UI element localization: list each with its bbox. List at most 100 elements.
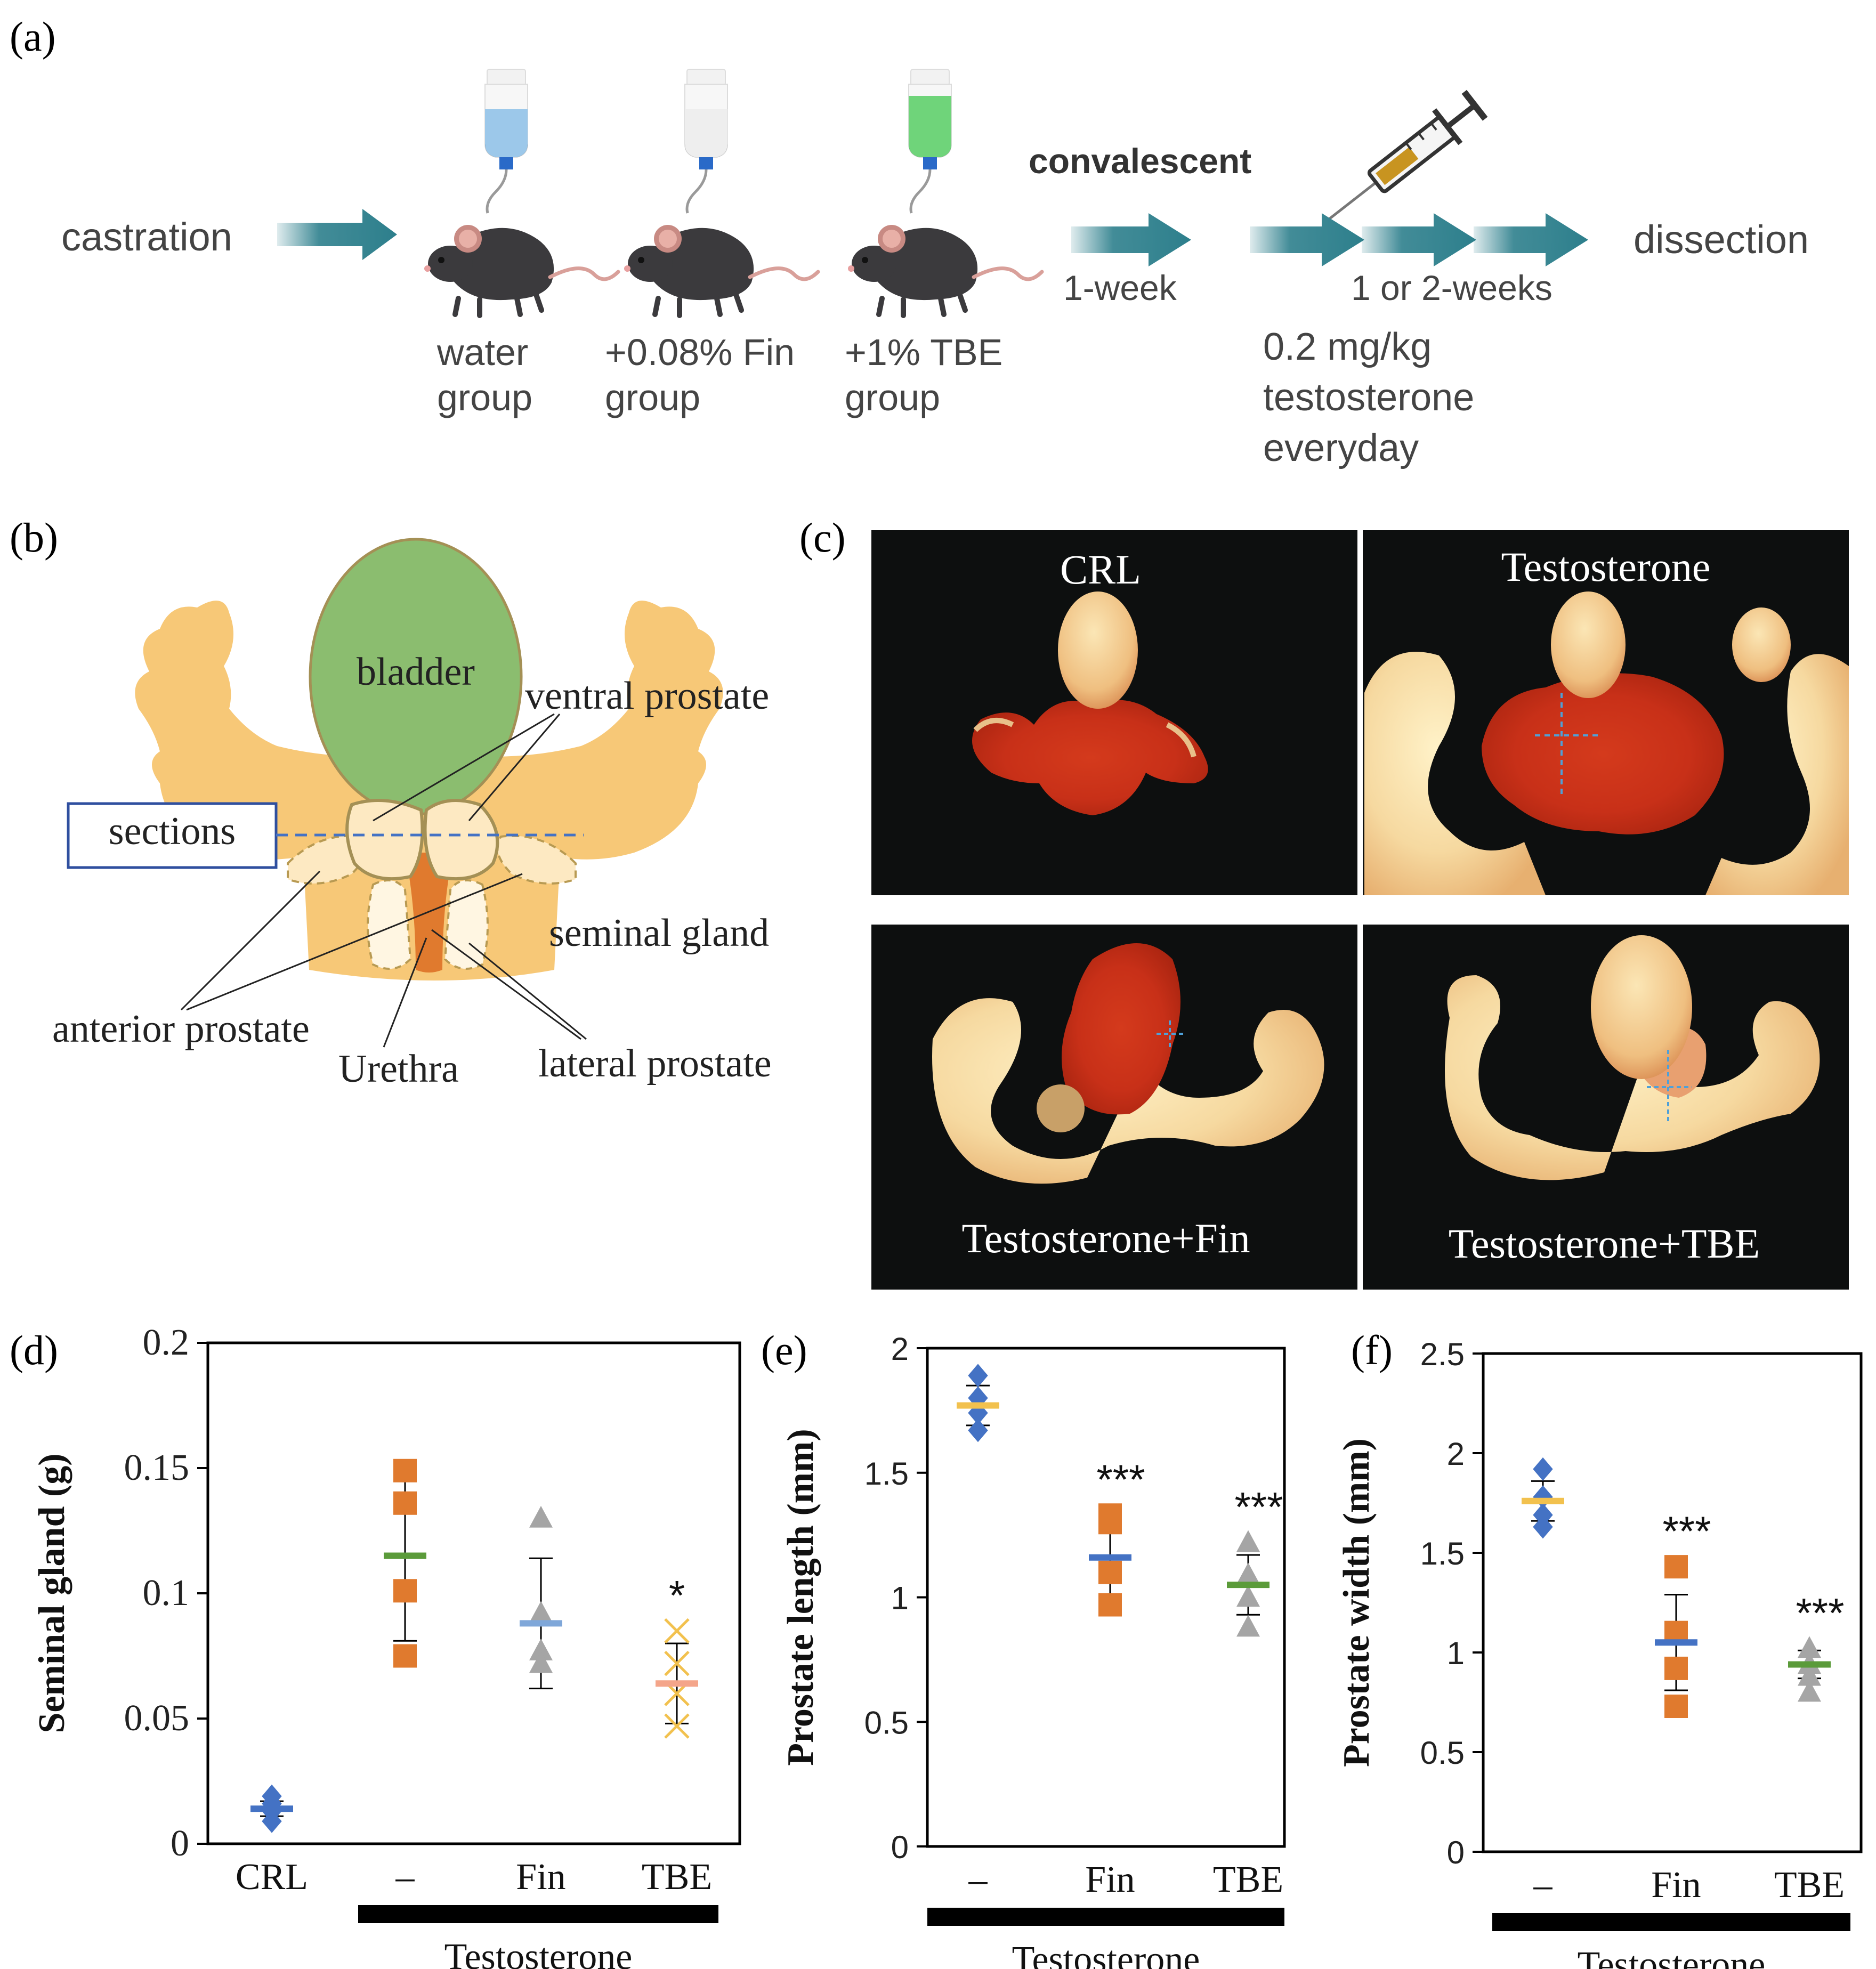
lateral-leader <box>431 929 581 1040</box>
x-tick-label: TBE <box>642 1857 712 1898</box>
anterior-leader <box>186 873 523 1011</box>
seminal-label: seminal gland <box>549 911 769 955</box>
plot-frame <box>1482 1352 1863 1853</box>
lateral-label: lateral prostate <box>538 1042 772 1085</box>
significance-marker: *** <box>1234 1484 1283 1530</box>
data-point <box>1664 1620 1688 1644</box>
syringe-icon <box>1329 90 1488 220</box>
water-bottle-icon <box>485 69 528 213</box>
panel-a-label: (a) <box>10 13 56 60</box>
y-tick-label: 0 <box>891 1829 909 1865</box>
ventral-prostate-right <box>423 799 499 881</box>
plot-frame <box>206 1341 741 1845</box>
group-label: +1% TBE <box>845 331 1002 373</box>
panel-e-label: (e) <box>761 1327 807 1373</box>
data-point <box>1533 1457 1553 1481</box>
data-point <box>393 1491 417 1515</box>
data-point <box>1664 1555 1688 1579</box>
tbe-bottle-icon <box>909 69 951 213</box>
data-point <box>1236 1562 1260 1585</box>
dose-label: 0.2 mg/kg <box>1263 326 1432 368</box>
data-point <box>529 1505 553 1528</box>
y-tick-label: 2.5 <box>1420 1336 1465 1372</box>
panel-b: (b) bladder sections ventral prostate se… <box>10 514 772 1091</box>
panel-c-label: (c) <box>799 514 846 561</box>
significance-marker: *** <box>1796 1590 1844 1636</box>
data-point <box>968 1364 988 1388</box>
data-point <box>1798 1636 1821 1658</box>
sections-label: sections <box>109 809 236 853</box>
data-point <box>1533 1515 1553 1539</box>
arrow-convalescent <box>1071 213 1191 266</box>
fin-bottle-icon <box>685 69 727 213</box>
panel-c: (c) CRL Testosterone <box>799 514 1849 1290</box>
data-point <box>664 1713 690 1739</box>
weeks-label: 1 or 2-weeks <box>1351 268 1552 307</box>
data-point <box>529 1651 553 1673</box>
data-point <box>1798 1664 1821 1686</box>
group-label: group <box>605 377 700 418</box>
y-tick-label: 0.5 <box>1420 1735 1465 1771</box>
group-label: water <box>436 331 528 373</box>
y-tick-label: 2 <box>891 1331 909 1367</box>
data-point <box>664 1618 690 1644</box>
x-tick-label: TBE <box>1774 1865 1845 1906</box>
tbe-group: +1% TBE group <box>845 69 1042 418</box>
lateral-leader <box>468 942 587 1040</box>
photo-crl: CRL <box>871 530 1357 895</box>
significance-marker: * <box>669 1572 685 1619</box>
y-tick-label: 0.2 <box>143 1322 190 1363</box>
ventral-leader <box>373 713 555 822</box>
y-tick-label: 0.15 <box>124 1447 190 1488</box>
treatment-label: Testosterone <box>1578 1944 1766 1969</box>
y-axis-label: Prostate length (mm) <box>780 1429 821 1765</box>
panel-b-label: (b) <box>10 514 58 561</box>
y-tick-label: 0.05 <box>124 1698 190 1739</box>
x-tick-label: Fin <box>1651 1865 1701 1906</box>
week1-label: 1-week <box>1063 268 1177 307</box>
treatment-label: Testosterone <box>444 1936 633 1969</box>
y-tick-label: 2 <box>1447 1436 1465 1472</box>
y-tick-label: 0.5 <box>864 1705 909 1740</box>
ventral-prostate-left <box>345 799 424 881</box>
data-point <box>1098 1511 1122 1535</box>
urethra <box>405 853 453 973</box>
dissection-label: dissection <box>1634 217 1809 262</box>
mouse-icon <box>624 225 818 315</box>
castration-label: castration <box>61 215 232 259</box>
data-point <box>393 1644 417 1668</box>
data-point <box>1098 1560 1122 1584</box>
photo-testosterone: Testosterone <box>1363 530 1849 895</box>
arrow-testosterone-3 <box>1474 213 1588 266</box>
y-tick-label: 0 <box>171 1823 189 1864</box>
y-tick-label: 1 <box>1447 1635 1465 1671</box>
panel-a: (a) castration water group +0.08% Fin gr… <box>10 13 1809 469</box>
x-tick-label: – <box>968 1859 988 1900</box>
significance-marker: *** <box>1096 1456 1145 1503</box>
anterior-prostate-left <box>287 834 367 885</box>
anterior-leader <box>180 870 321 1011</box>
treatment-label: Testosterone <box>1012 1939 1200 1969</box>
panel-f-label: (f) <box>1351 1327 1393 1373</box>
x-tick-label: TBE <box>1213 1859 1283 1900</box>
y-axis-label: Prostate width (mm) <box>1336 1438 1377 1767</box>
data-point <box>393 1458 417 1482</box>
arrow-testosterone-2 <box>1362 213 1476 266</box>
data-point <box>529 1601 553 1623</box>
anterior-prostate-right <box>496 834 577 885</box>
data-point <box>1533 1485 1553 1509</box>
data-point <box>529 1639 553 1660</box>
convalescent-label: convalescent <box>1029 141 1251 181</box>
x-tick-label: – <box>1533 1865 1553 1906</box>
data-point <box>1236 1530 1260 1552</box>
group-label: group <box>845 377 940 418</box>
data-point <box>1236 1615 1260 1637</box>
data-point <box>968 1419 988 1443</box>
lateral-prostate-left <box>367 879 412 970</box>
data-point <box>1664 1656 1688 1680</box>
